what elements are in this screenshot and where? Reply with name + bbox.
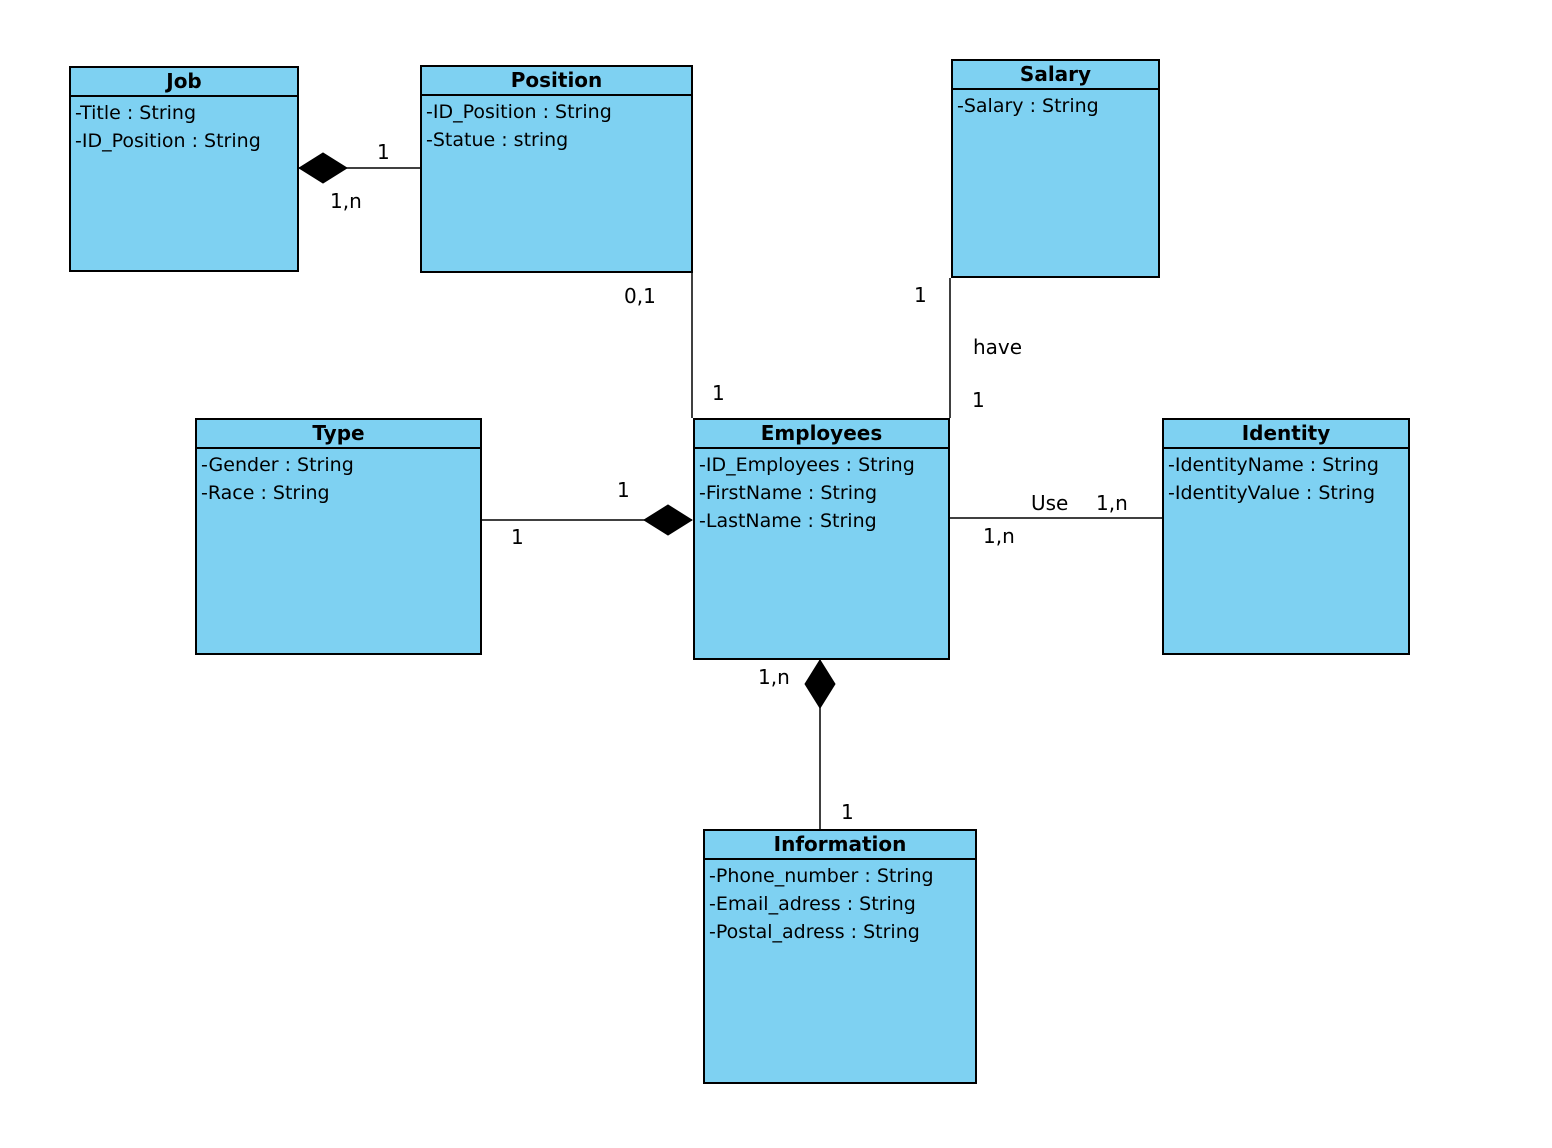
attribute: -LastName : String xyxy=(699,510,877,532)
multiplicity-type-employees-at-type: 1 xyxy=(511,525,524,549)
attribute: -FirstName : String xyxy=(699,482,878,504)
class-job-attributes: -Title : String -ID_Position : String xyxy=(71,97,297,270)
composition-diamond-employees-bottom xyxy=(804,659,836,709)
multiplicity-employees-information-at-employees: 1,n xyxy=(758,665,790,689)
multiplicity-job-position-at-job: 1,n xyxy=(330,189,362,213)
multiplicity-employees-identity-at-identity: 1,n xyxy=(1096,491,1128,515)
attribute: -ID_Position : String xyxy=(426,101,612,123)
attribute: -Statue : string xyxy=(426,129,569,151)
class-information: Information -Phone_number : String -Emai… xyxy=(703,829,977,1084)
multiplicity-position-employees-at-position: 0,1 xyxy=(624,284,656,308)
class-information-attributes: -Phone_number : String -Email_adress : S… xyxy=(705,860,975,1082)
class-employees: Employees -ID_Employees : String -FirstN… xyxy=(693,418,950,660)
attribute: -IdentityName : String xyxy=(1168,454,1379,476)
multiplicity-employees-identity-at-employees: 1,n xyxy=(983,524,1015,548)
attribute: -Race : String xyxy=(201,482,330,504)
class-position-title: Position xyxy=(422,67,691,96)
multiplicity-job-position-at-position: 1 xyxy=(377,140,390,164)
multiplicity-salary-employees-at-salary: 1 xyxy=(914,283,927,307)
association-name-have: have xyxy=(973,335,1023,359)
class-type-title: Type xyxy=(197,420,480,449)
composition-diamond-employees-left xyxy=(643,504,693,536)
class-position: Position -ID_Position : String -Statue :… xyxy=(420,65,693,273)
class-job: Job -Title : String -ID_Position : Strin… xyxy=(69,66,299,272)
multiplicity-salary-employees-at-employees: 1 xyxy=(972,388,985,412)
attribute: -ID_Employees : String xyxy=(699,454,915,476)
association-name-use: Use xyxy=(1031,491,1069,515)
class-identity-attributes: -IdentityName : String -IdentityValue : … xyxy=(1164,449,1408,653)
class-salary: Salary -Salary : String xyxy=(951,59,1160,278)
composition-diamond-job xyxy=(298,152,348,184)
attribute: -IdentityValue : String xyxy=(1168,482,1376,504)
attribute: -Postal_adress : String xyxy=(709,921,920,943)
attribute: -ID_Position : String xyxy=(75,130,261,152)
multiplicity-employees-information-at-information: 1 xyxy=(841,800,854,824)
attribute: -Email_adress : String xyxy=(709,893,916,915)
multiplicity-type-employees-near-diamond: 1 xyxy=(617,478,630,502)
class-salary-title: Salary xyxy=(953,61,1158,90)
class-position-attributes: -ID_Position : String -Statue : string xyxy=(422,96,691,271)
class-type-attributes: -Gender : String -Race : String xyxy=(197,449,480,653)
attribute: -Gender : String xyxy=(201,454,354,476)
attribute: -Phone_number : String xyxy=(709,865,934,887)
class-information-title: Information xyxy=(705,831,975,860)
class-identity-title: Identity xyxy=(1164,420,1408,449)
class-type: Type -Gender : String -Race : String xyxy=(195,418,482,655)
class-identity: Identity -IdentityName : String -Identit… xyxy=(1162,418,1410,655)
multiplicity-position-employees-at-employees: 1 xyxy=(712,381,725,405)
attribute: -Salary : String xyxy=(957,95,1099,117)
attribute: -Title : String xyxy=(75,102,197,124)
class-salary-attributes: -Salary : String xyxy=(953,90,1158,276)
class-job-title: Job xyxy=(71,68,297,97)
class-employees-attributes: -ID_Employees : String -FirstName : Stri… xyxy=(695,449,948,658)
class-employees-title: Employees xyxy=(695,420,948,449)
